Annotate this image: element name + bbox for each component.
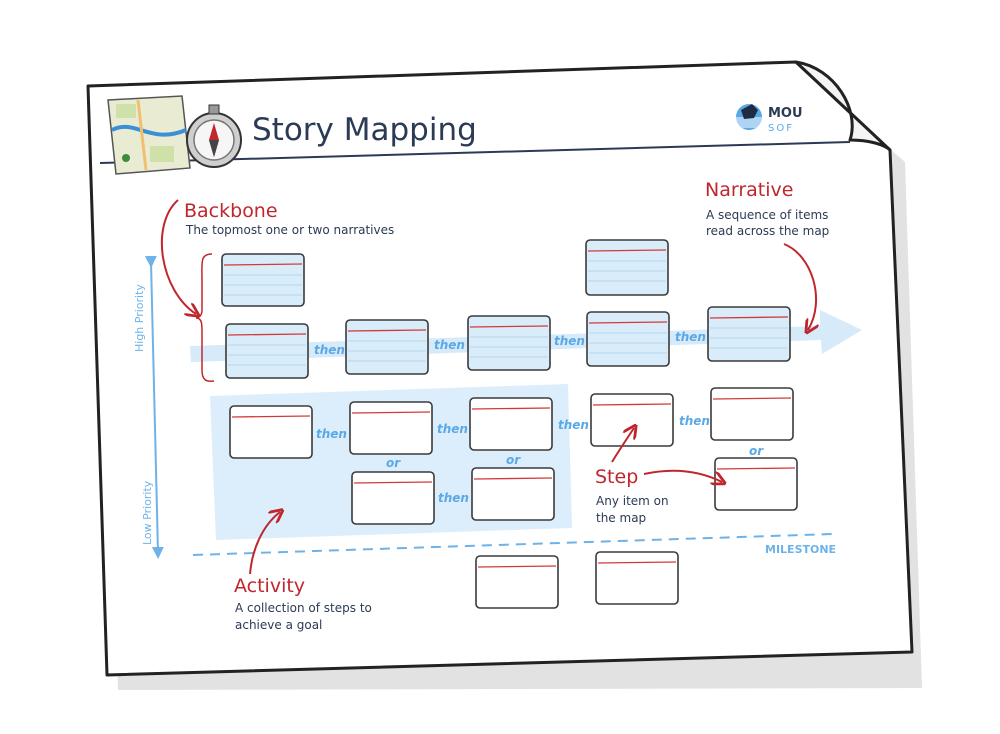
story-card <box>710 387 794 441</box>
story-card <box>590 393 674 447</box>
then-connector: then <box>558 418 589 432</box>
story-card <box>467 315 551 371</box>
story-card <box>714 457 798 511</box>
step-description-line2: the map <box>596 511 646 525</box>
story-card <box>349 401 433 455</box>
narrative-description-line1: A sequence of items <box>706 208 828 222</box>
then-connector: then <box>434 338 465 352</box>
story-card <box>585 239 669 296</box>
backbone-description: The topmost one or two narratives <box>185 223 394 237</box>
narrative-title: Narrative <box>705 179 793 201</box>
activity-title: Activity <box>234 575 305 597</box>
then-connector: then <box>316 427 347 441</box>
then-connector: then <box>438 491 469 505</box>
brand-subname: SOF <box>768 123 794 134</box>
step-arrow-up <box>611 428 634 463</box>
then-connector: then <box>314 343 345 357</box>
story-card <box>471 467 555 521</box>
story-card <box>469 397 553 451</box>
story-card <box>351 471 435 525</box>
then-connector: then <box>554 334 585 348</box>
backbone-arrow <box>160 199 196 314</box>
connectors: then then then then then then then then then or or… <box>314 330 764 505</box>
or-connector: or <box>386 456 401 470</box>
milestone-line <box>192 533 833 556</box>
activity-description-line1: A collection of steps to <box>235 601 372 615</box>
narrative-arrow <box>783 243 816 330</box>
then-connector: then <box>679 414 710 428</box>
step-arrow-right <box>643 469 722 482</box>
page-title: Story Mapping <box>252 112 477 148</box>
narrative-description-line2: read across the map <box>706 224 829 238</box>
folded-corner <box>794 60 892 152</box>
activity-description-line2: achieve a goal <box>235 618 322 632</box>
story-cards <box>221 239 798 609</box>
or-connector: or <box>506 453 521 467</box>
compass-icon <box>186 104 242 168</box>
brand-name: MOU <box>768 106 803 121</box>
story-card <box>595 551 679 605</box>
map-icon <box>107 95 191 175</box>
low-priority-label: Low Priority <box>141 480 154 545</box>
story-card <box>229 405 313 459</box>
high-priority-label: High Priority <box>133 284 146 352</box>
story-card <box>475 555 559 609</box>
then-connector: then <box>675 330 706 344</box>
story-card <box>707 306 791 362</box>
step-description-line1: Any item on <box>596 494 669 508</box>
then-connector: then <box>437 422 468 436</box>
goat-logo-icon <box>736 104 762 130</box>
story-card <box>225 323 309 379</box>
priority-axis <box>144 255 164 559</box>
step-title: Step <box>595 466 638 488</box>
milestone-label: MILESTONE <box>765 543 836 556</box>
story-card <box>345 319 429 375</box>
or-connector: or <box>749 444 764 458</box>
backbone-title: Backbone <box>184 200 278 222</box>
story-card <box>221 253 305 307</box>
story-card <box>586 311 670 367</box>
activity-arrow <box>249 512 280 575</box>
